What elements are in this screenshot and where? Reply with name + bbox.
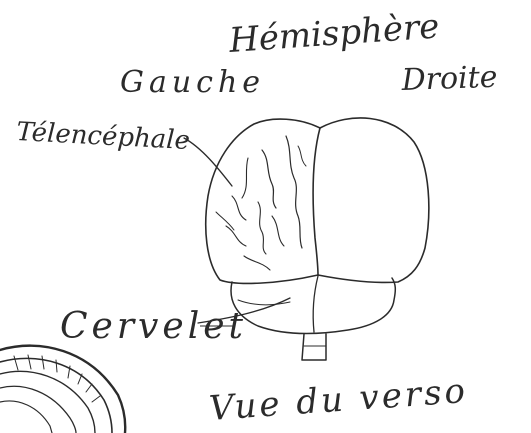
telencephalon-pointer	[184, 138, 232, 186]
hemisphere-label: Hémisphère	[227, 6, 441, 61]
left-label: Gauche	[120, 65, 265, 100]
right-label: Droite	[400, 60, 498, 98]
corner-sketch	[0, 346, 125, 433]
view-label: Vue du verso	[208, 371, 469, 429]
cerebellum-label: Cervelet	[60, 306, 247, 347]
brainstem	[302, 334, 326, 360]
left-hemisphere-outline	[206, 119, 320, 283]
right-hemisphere-outline	[318, 118, 429, 283]
central-fissure	[313, 128, 320, 275]
telencephalon-label: Télencéphale	[16, 117, 191, 156]
